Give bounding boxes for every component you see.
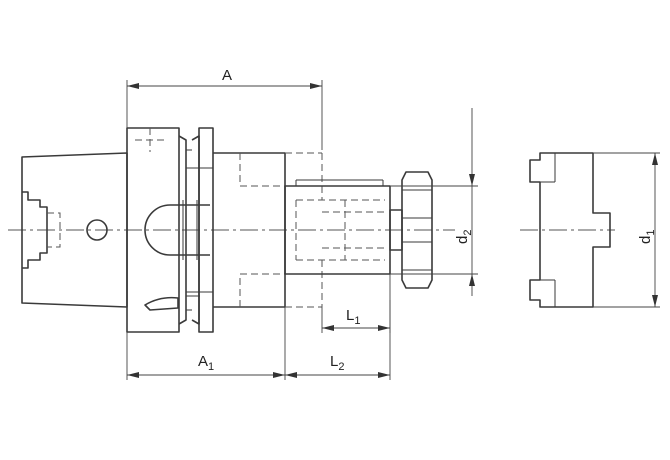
- dimension-d2: d2: [390, 108, 478, 296]
- dimension-a: A: [126, 67, 323, 150]
- arbor-spigot: [284, 179, 391, 275]
- dimension-l2: L2: [285, 274, 391, 380]
- side-view: [529, 152, 611, 308]
- cross-hole: [86, 219, 108, 241]
- dim-label-a: A: [222, 67, 232, 84]
- dim-label-d1: d1: [637, 230, 657, 244]
- dim-label-l1: L1: [346, 307, 360, 327]
- dimension-l1: L1: [321, 300, 391, 333]
- clamping-screw: [389, 171, 433, 289]
- dimension-d1: d1: [593, 152, 660, 308]
- dim-label-a1: A1: [198, 353, 214, 373]
- flange-collar: [126, 127, 214, 333]
- dim-label-l2: L2: [330, 353, 344, 373]
- dimension-a1: A1: [126, 307, 286, 380]
- dim-label-d2: d2: [454, 230, 474, 244]
